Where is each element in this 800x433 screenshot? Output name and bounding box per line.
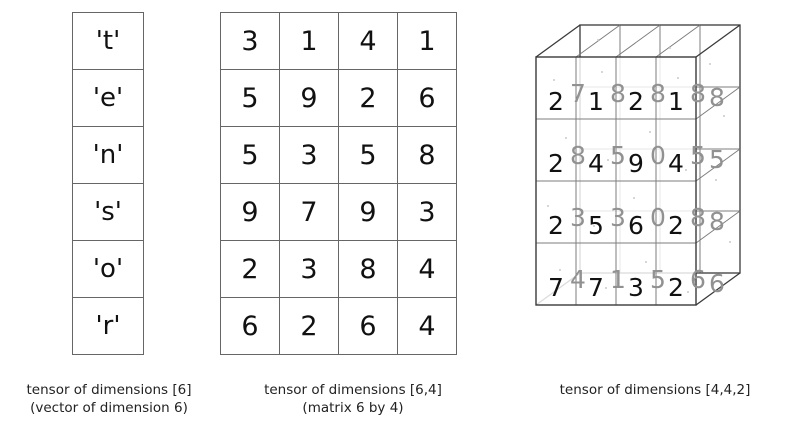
matrix-cell-3-3: 3 xyxy=(397,183,457,241)
table-row: 5 3 5 8 xyxy=(220,126,457,184)
cube-back-2-0: 3 xyxy=(570,203,586,232)
cube-side-0: 8 xyxy=(709,83,725,112)
vector-cell-1: 'e' xyxy=(72,69,144,127)
matrix-cell-2-3: 8 xyxy=(397,126,457,184)
cube-front-3-0: 7 xyxy=(548,273,564,302)
matrix-cell-4-1: 3 xyxy=(279,240,339,298)
vector-cell-2: 'n' xyxy=(72,126,144,184)
cube-front-1-2: 9 xyxy=(628,149,644,178)
cube-back-3-0: 4 xyxy=(570,265,586,294)
cube-front-outline xyxy=(535,56,697,306)
table-row: 's' xyxy=(72,183,144,241)
matrix-cell-4-3: 4 xyxy=(397,240,457,298)
table-row: 'o' xyxy=(72,240,144,298)
matrix-tensor-grid: 3 1 4 1 5 9 2 6 5 3 5 8 9 xyxy=(220,12,457,355)
matrix-cell-5-0: 6 xyxy=(220,297,280,355)
table-row: 'e' xyxy=(72,69,144,127)
cube-back-1-2: 0 xyxy=(650,141,666,170)
cube-front-layer xyxy=(535,56,697,306)
caption-vector: tensor of dimensions [6] (vector of dime… xyxy=(26,382,192,416)
matrix-cell-0-2: 4 xyxy=(338,12,398,70)
matrix-cell-1-3: 6 xyxy=(397,69,457,127)
matrix-table: 3 1 4 1 5 9 2 6 5 3 5 8 9 xyxy=(220,12,457,355)
cube-front-0-3: 1 xyxy=(668,87,684,116)
cube-side-3: 6 xyxy=(709,269,725,298)
cube-tensor-3d: 7 8 8 8 8 5 0 5 3 3 0 8 4 1 5 6 8 5 xyxy=(510,20,790,350)
cube-corner-edges xyxy=(535,24,741,306)
matrix-cell-1-2: 2 xyxy=(338,69,398,127)
cube-front-1-0: 2 xyxy=(548,149,564,178)
vector-cell-3: 's' xyxy=(72,183,144,241)
matrix-cell-1-1: 9 xyxy=(279,69,339,127)
matrix-cell-3-1: 7 xyxy=(279,183,339,241)
table-row: 5 9 2 6 xyxy=(220,69,457,127)
caption-cube: tensor of dimensions [4,4,2] xyxy=(559,382,751,398)
table-row: 2 3 8 4 xyxy=(220,240,457,298)
matrix-cell-3-0: 9 xyxy=(220,183,280,241)
cube-front-3-2: 3 xyxy=(628,273,644,302)
cube-front-hlines xyxy=(536,118,696,244)
matrix-cell-2-2: 5 xyxy=(338,126,398,184)
caption-matrix: tensor of dimensions [6,4] (matrix 6 by … xyxy=(264,382,442,416)
matrix-cell-5-2: 6 xyxy=(338,297,398,355)
cube-back-1-3: 5 xyxy=(690,141,706,170)
matrix-cell-4-2: 8 xyxy=(338,240,398,298)
table-row: 6 2 6 4 xyxy=(220,297,457,355)
vector-table: 't' 'e' 'n' 's' 'o' 'r' xyxy=(72,12,144,355)
cube-front-1-3: 4 xyxy=(668,149,684,178)
cube-back-3-3: 6 xyxy=(690,265,706,294)
cube-right-internal xyxy=(695,86,741,244)
cube-back-digits: 7 8 8 8 8 5 0 5 3 3 0 8 4 1 5 6 xyxy=(570,79,706,294)
vector-cell-4: 'o' xyxy=(72,240,144,298)
table-row: 3 1 4 1 xyxy=(220,12,457,70)
table-row: 9 7 9 3 xyxy=(220,183,457,241)
cube-back-2-1: 3 xyxy=(610,203,626,232)
cube-back-0-3: 8 xyxy=(690,79,706,108)
cube-back-1-0: 8 xyxy=(570,141,586,170)
cube-front-2-0: 2 xyxy=(548,211,564,240)
cube-front-0-2: 2 xyxy=(628,87,644,116)
matrix-cell-0-3: 1 xyxy=(397,12,457,70)
table-row: 'n' xyxy=(72,126,144,184)
cube-back-3-2: 5 xyxy=(650,265,666,294)
cube-svg: 7 8 8 8 8 5 0 5 3 3 0 8 4 1 5 6 8 5 xyxy=(535,24,741,306)
cube-back-2-2: 0 xyxy=(650,203,666,232)
vector-cell-0: 't' xyxy=(72,12,144,70)
matrix-body: 3 1 4 1 5 9 2 6 5 3 5 8 9 xyxy=(220,12,457,355)
cube-side-1: 5 xyxy=(709,145,725,174)
matrix-cell-3-2: 9 xyxy=(338,183,398,241)
cube-back-0-1: 8 xyxy=(610,79,626,108)
matrix-cell-1-0: 5 xyxy=(220,69,280,127)
cube-side-digits: 8 5 8 6 xyxy=(709,83,725,298)
cube-front-0-1: 1 xyxy=(588,87,604,116)
cube-front-1-1: 4 xyxy=(588,149,604,178)
cube-front-digits: 2 1 2 1 2 4 9 4 2 5 6 2 7 7 3 2 xyxy=(548,87,684,302)
matrix-cell-2-1: 3 xyxy=(279,126,339,184)
cube-front-3-1: 7 xyxy=(588,273,604,302)
cube-side-2: 8 xyxy=(709,207,725,236)
cube-front-3-3: 2 xyxy=(668,273,684,302)
vector-tensor-grid: 't' 'e' 'n' 's' 'o' 'r' xyxy=(72,12,144,355)
matrix-cell-5-1: 2 xyxy=(279,297,339,355)
matrix-cell-0-0: 3 xyxy=(220,12,280,70)
vector-cell-5: 'r' xyxy=(72,297,144,355)
vector-body: 't' 'e' 'n' 's' 'o' 'r' xyxy=(72,12,144,355)
table-row: 'r' xyxy=(72,297,144,355)
matrix-cell-5-3: 4 xyxy=(397,297,457,355)
cube-front-2-3: 2 xyxy=(668,211,684,240)
matrix-cell-4-0: 2 xyxy=(220,240,280,298)
cube-back-3-1: 1 xyxy=(610,265,626,294)
cube-speckle-texture xyxy=(547,39,731,293)
cube-back-0-0: 7 xyxy=(570,79,586,108)
cube-front-2-1: 5 xyxy=(588,211,604,240)
cube-back-1-1: 5 xyxy=(610,141,626,170)
matrix-cell-2-0: 5 xyxy=(220,126,280,184)
matrix-cell-0-1: 1 xyxy=(279,12,339,70)
cube-front-2-2: 6 xyxy=(628,211,644,240)
cube-back-0-2: 8 xyxy=(650,79,666,108)
table-row: 't' xyxy=(72,12,144,70)
cube-back-2-3: 8 xyxy=(690,203,706,232)
cube-front-0-0: 2 xyxy=(548,87,564,116)
cube-depth-edges xyxy=(535,24,741,306)
